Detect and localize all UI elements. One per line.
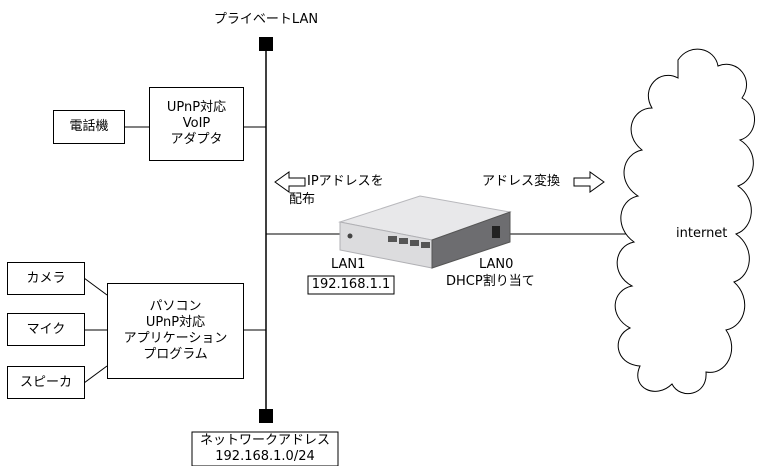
internet-cloud (614, 48, 755, 394)
camera-box: カメラ (7, 262, 85, 295)
pc-app-line4: プログラム (143, 347, 208, 362)
dhcp-note-line2: 配布 (289, 192, 316, 207)
network-address-box (191, 431, 339, 466)
dhcp-note-line1: IPアドレスを (307, 174, 384, 189)
mic-box: マイク (7, 313, 85, 346)
internet-label: internet (676, 226, 728, 241)
camera-label: カメラ (26, 270, 66, 286)
voip-adapter-line2: VoIP (182, 116, 211, 131)
dhcp-left-arrow (274, 171, 306, 193)
pc-app-line2: UPnP対応 (145, 315, 206, 330)
mic-label: マイク (26, 321, 66, 337)
lan-top-terminator (259, 37, 273, 51)
router-device (338, 195, 512, 269)
private-lan-label: プライベートLAN (213, 12, 319, 27)
network-address-value: 192.168.1.0/24 (215, 449, 315, 464)
phone-label: 電話機 (69, 119, 109, 134)
nat-right-arrow (573, 171, 605, 193)
lan0-label: LAN0 (479, 257, 514, 272)
speaker-label: スピーカ (19, 374, 72, 390)
speaker-box: スピーカ (7, 366, 85, 399)
lan1-ip-value: 192.168.1.1 (311, 277, 391, 292)
camera-to-pc-link (83, 277, 108, 296)
network-address-label: ネットワークアドレス (199, 433, 330, 448)
pc-app-box: パソコン UPnP対応 アプリケーション プログラム (107, 283, 244, 379)
pc-app-line1: パソコン (149, 299, 202, 314)
voip-adapter-box: UPnP対応 VoIP アダプタ (149, 87, 244, 161)
lan0-note: DHCP割り当て (446, 274, 535, 289)
phone-box: 電話機 (53, 110, 125, 144)
lan1-label: LAN1 (331, 257, 366, 272)
lan1-ip-box (307, 275, 395, 295)
voip-adapter-line3: アダプタ (170, 132, 223, 147)
voip-adapter-line1: UPnP対応 (166, 100, 227, 115)
pc-app-line3: アプリケーション (123, 331, 228, 346)
speaker-to-pc-link (83, 365, 108, 384)
nat-note-label: アドレス変換 (482, 174, 561, 189)
lan-bottom-terminator (259, 409, 273, 423)
